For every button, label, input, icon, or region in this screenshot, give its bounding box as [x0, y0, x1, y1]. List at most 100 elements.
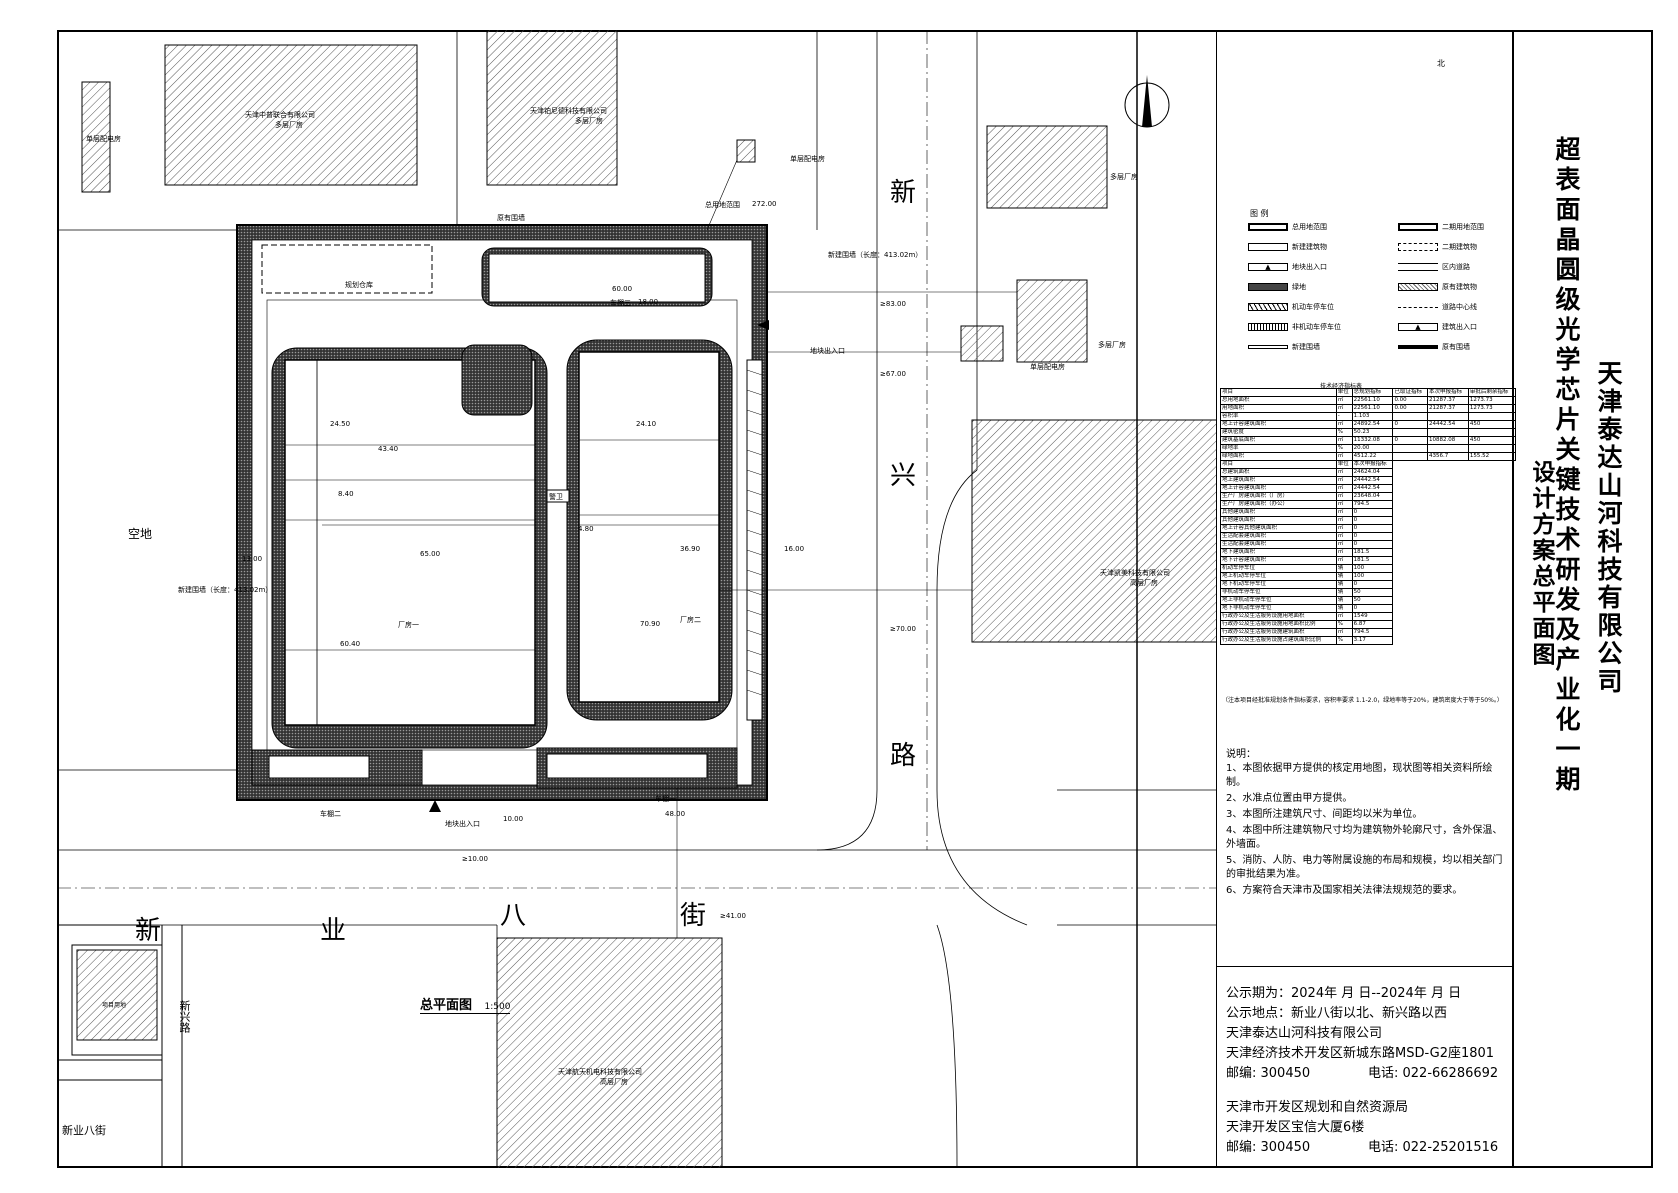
label-wall-note: 新建围墙（长度：413.02m） [828, 251, 923, 259]
legend-title: 图 例 [1250, 209, 1269, 218]
label-neighbor-e2: 天津凯美科技有限公司 [1100, 569, 1170, 577]
neighbor-building-e2 [971, 419, 1217, 643]
street-xinye-4: 街 [680, 901, 707, 931]
dim-13: ≥83.00 [880, 300, 906, 308]
label-neighbor-n2: 多层厂房 [575, 117, 603, 125]
legend-item: 二期建筑物 [1398, 242, 1477, 252]
legend-item: 机动车停车位 [1248, 302, 1334, 312]
street-xinxing-3: 路 [890, 741, 917, 771]
shed2 [268, 755, 370, 779]
applicant-zip: 邮编: 300450 [1226, 1066, 1311, 1081]
legend-item: 道路中心线 [1398, 302, 1477, 312]
tech-row: 绿地率%20.00 [1220, 444, 1517, 453]
tech-row: 项目单位本次申报指标 [1220, 460, 1516, 469]
label-substation-n: 单层配电房 [790, 155, 825, 163]
shed3 [488, 253, 706, 303]
dim-2: 18.00 [638, 298, 659, 306]
title-divider [1512, 30, 1514, 1168]
applicant-tel: 电话: 022-66286692 [1368, 1066, 1499, 1081]
label-neighbor-n: 天津铂尼德科技有限公司 [530, 107, 607, 115]
neighbor-building-n [486, 30, 618, 186]
tech-footnote: （注本项目经批准规划条件指标要求，容积率要求 1.1-2.0，绿地率等于20%，… [1222, 697, 1503, 704]
authority-zip: 邮编: 300450 [1226, 1140, 1311, 1155]
legend-item: 原有建筑物 [1398, 282, 1477, 292]
dim-18: 48.00 [665, 810, 686, 818]
legend-item: 绿地 [1248, 282, 1306, 292]
tech-row: 行政办公及生活服务设施用地面积比例%6.87 [1220, 620, 1516, 629]
legend-item: ▲地块出入口 [1248, 262, 1327, 272]
legend-item: 总用地范围 [1248, 222, 1327, 232]
authority-name: 天津市开发区规划和自然资源局 [1226, 1100, 1409, 1115]
tech-row: 容积率-1.103 [1220, 412, 1517, 421]
street-xinxing-1: 新 [890, 178, 917, 208]
label-boundary: 总用地范围 [705, 201, 740, 209]
dim-21: 4.80 [578, 525, 594, 533]
mini-project-label: 项目用地 [102, 1002, 127, 1009]
location-minimap [57, 30, 1138, 1168]
neighbor-building-nw [164, 44, 418, 186]
legend-item: 二期用地范围 [1398, 222, 1484, 232]
notes-title: 说明： [1226, 749, 1256, 760]
publicity-location: 公示地点：新业八街以北、新兴路以西 [1226, 1006, 1448, 1021]
tech-row: 建筑密度%50.23 [1220, 428, 1517, 437]
applicant-address: 天津经济技术开发区新城东路MSD-G2座1801 [1226, 1046, 1495, 1061]
street-xinxing-2: 兴 [890, 461, 917, 491]
dim-11: 70.90 [640, 620, 661, 628]
note-4: 4、本图中所注建筑物尺寸均为建筑物外轮廓尺寸，含外保温、外墙面。 [1226, 825, 1503, 850]
project-title: 超表面晶圆级光学芯片关键技术研发及产业化一期 [1552, 136, 1581, 796]
company-title: 天津泰达山河科技有限公司 [1594, 360, 1623, 696]
legend-item: 区内道路 [1398, 262, 1470, 272]
street-xinye-2: 业 [320, 916, 347, 946]
authority-address: 天津开发区宝信大厦6楼 [1226, 1120, 1365, 1135]
dim-17: ≥10.00 [462, 855, 488, 863]
dim-14: ≥67.00 [880, 370, 906, 378]
legend: 总用地范围 二期用地范围 新建建筑物 二期建筑物 ▲地块出入口 区内道路 绿地 … [1248, 222, 1518, 362]
label-warehouse: 规划仓库 [345, 281, 373, 289]
dim-15: ≥70.00 [890, 625, 916, 633]
label-plant2: 厂房二 [680, 616, 701, 624]
applicant-name: 天津泰达山河科技有限公司 [1226, 1026, 1383, 1041]
neighbor-building-s [496, 937, 723, 1168]
label-neighbor-e2b: 高层厂房 [1130, 579, 1158, 587]
neighbor-building-e [1016, 279, 1088, 363]
tech-row: 行政办公及生活服务设施占建筑面积比例%3.17 [1220, 636, 1516, 645]
street-xinye-1: 新 [135, 916, 162, 946]
dim-12: 16.00 [784, 545, 805, 553]
label-substation-e: 单层配电房 [1030, 363, 1065, 371]
label-plant1: 厂房一 [398, 621, 419, 629]
planned-warehouse [261, 244, 433, 294]
publicity-period: 公示期为：2024年 月 日--2024年 月 日 [1226, 986, 1462, 1001]
authority-tel: 电话: 022-25201516 [1368, 1140, 1499, 1155]
label-neighbor-s2: 高层厂房 [600, 1078, 628, 1086]
legend-item: 原有围墙 [1398, 342, 1470, 352]
note-2: 2、水准点位置由甲方提供。 [1226, 793, 1353, 804]
label-substation-w: 单层配电房 [86, 135, 121, 143]
mini-street-xinye: 新业八街 [62, 1124, 106, 1137]
mini-street-xinxing: 新兴路 [178, 1000, 191, 1033]
plant1-building [284, 359, 536, 726]
dim-19: ≥41.00 [720, 912, 746, 920]
north-label: 北 [1437, 59, 1445, 68]
legend-item: 新建围墙 [1248, 342, 1320, 352]
label-shed1: 车棚一 [655, 795, 676, 803]
panel-divider [1216, 30, 1217, 1168]
dim-4: 43.40 [378, 445, 399, 453]
street-xinye-3: 八 [500, 901, 527, 931]
dim-10: 36.90 [680, 545, 701, 553]
label-existing-wall: 原有围墙 [497, 214, 525, 222]
shed1 [546, 753, 708, 779]
dim-8: 60.40 [340, 640, 361, 648]
